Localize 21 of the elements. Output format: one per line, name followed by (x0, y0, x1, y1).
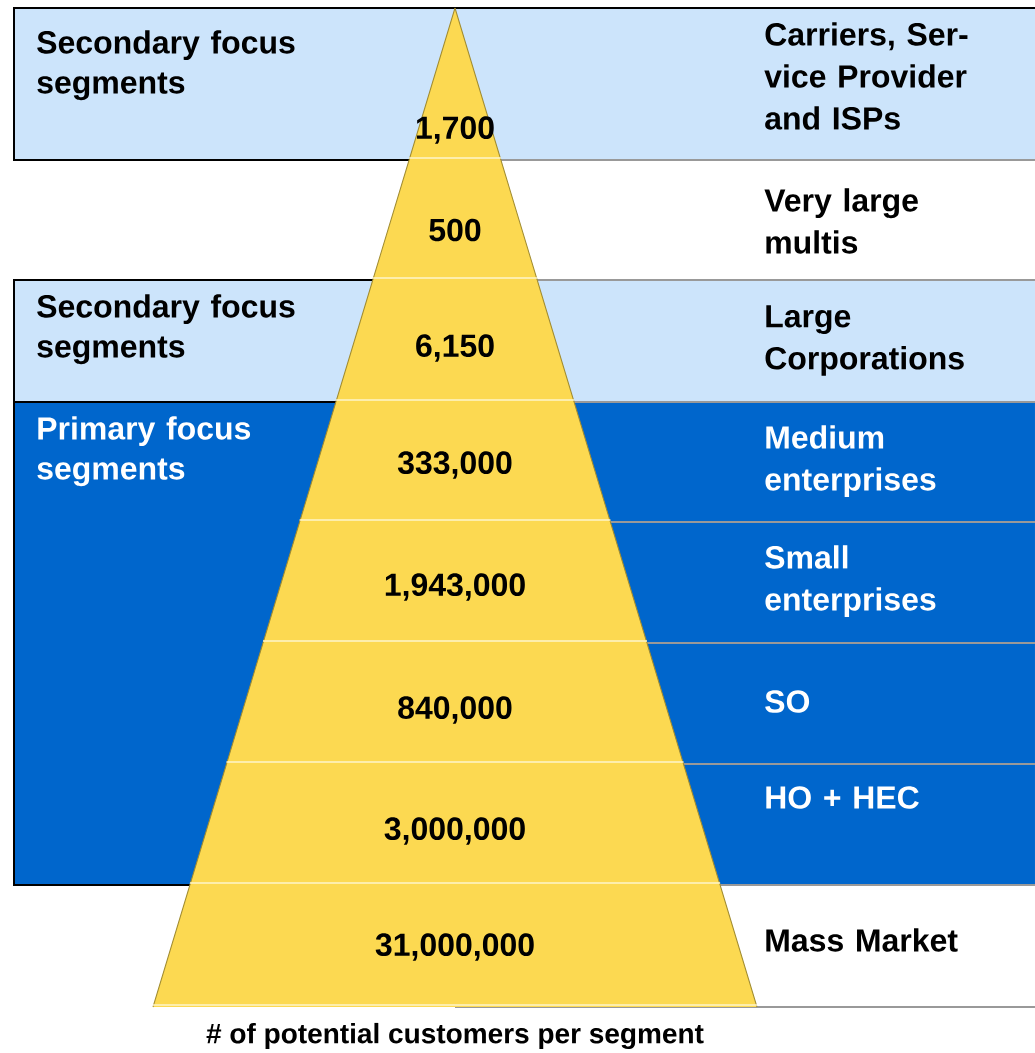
node-label: 500 (429, 218, 481, 242)
pyramid-layer: 500 (372, 159, 538, 281)
pyramid-layer: 840,000 (225, 642, 685, 765)
segment-label: Mass Market (766, 928, 958, 952)
segment-label: Large Corporations (765, 305, 964, 376)
pyramid-layer: 333,000 (298, 401, 612, 523)
segment-label: Medium enterprises (765, 425, 936, 498)
node-label: 31,000,000 (375, 933, 534, 961)
caption: # of potential customers per segment (206, 1022, 704, 1050)
pyramid-layer: 6,150 (335, 279, 575, 403)
segment-label: Very large multis (764, 188, 918, 254)
segment-label: Small enterprises (765, 545, 936, 618)
pyramid-layer: 3,000,000 (189, 763, 721, 886)
segment-label: Carriers, Ser-vice Provider and ISPs (764, 22, 968, 130)
node-label: 840,000 (398, 696, 512, 724)
pyramid-layer: 1,943,000 (262, 521, 648, 644)
node-label: 333,000 (397, 451, 512, 479)
segment-label: HO + HEC (766, 786, 919, 809)
pyramid-layer: 31,000,000 (152, 884, 758, 1008)
segment-label: SO (765, 690, 810, 713)
pyramid-layer: 1,700 (408, 7, 502, 161)
